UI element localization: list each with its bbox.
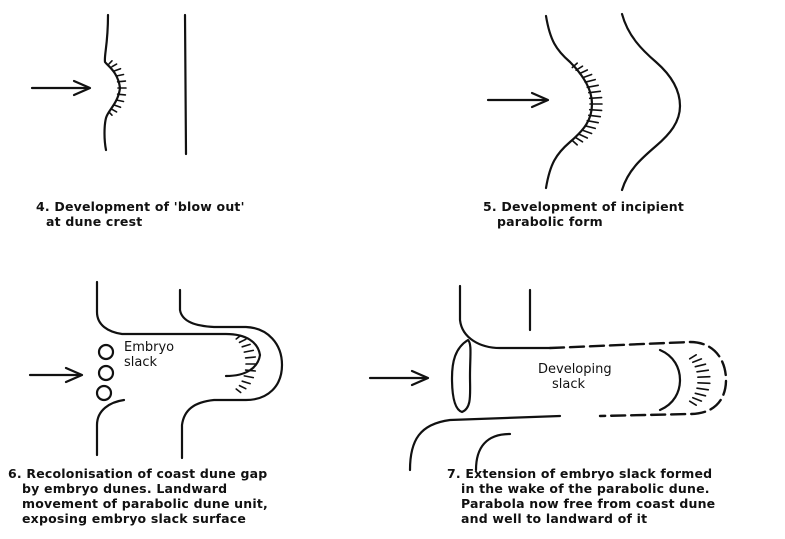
embryo-slack-label-line-2: slack xyxy=(124,355,174,370)
hatch-tick xyxy=(590,110,602,111)
caption-6-line-1: 6. Recolonisation of coast dune gap xyxy=(8,466,268,481)
hatch-tick xyxy=(242,381,250,383)
parabola-hatching-7 xyxy=(690,355,710,405)
hatch-tick xyxy=(246,370,256,371)
hatch-tick xyxy=(116,100,123,102)
rear-dune-line-4 xyxy=(185,15,186,154)
hatch-tick xyxy=(690,355,697,359)
coast-dune-upper-line-7 xyxy=(460,286,550,348)
hatch-tick xyxy=(118,94,126,95)
hatch-tick xyxy=(587,85,598,87)
developing-slack-label-line-1: Developing xyxy=(538,362,612,377)
hatch-tick xyxy=(115,69,121,71)
hatch-tick xyxy=(116,75,123,77)
rear-inner-line-7 xyxy=(476,434,510,470)
parabola-rear-line-5 xyxy=(622,14,680,190)
caption-4-line-1: 4. Development of 'blow out' xyxy=(36,199,245,214)
caption-7-line-3: Parabola now free from coast dune xyxy=(447,496,715,511)
hatch-tick xyxy=(697,370,708,372)
hatch-tick xyxy=(693,359,702,362)
hatch-tick xyxy=(587,121,598,123)
hatch-tick xyxy=(690,401,697,405)
panel-4-drawing xyxy=(32,15,186,154)
hatch-tick xyxy=(112,109,117,112)
dune-lower-left-line-6 xyxy=(97,400,124,455)
embryo-dune-3 xyxy=(97,386,111,400)
hatch-tick xyxy=(112,64,117,67)
panel-6-drawing xyxy=(30,282,282,458)
hatch-tick xyxy=(576,138,582,142)
hatch-tick xyxy=(698,377,710,378)
hatch-tick xyxy=(246,357,256,358)
hatch-tick xyxy=(585,80,595,83)
relict-slack-7 xyxy=(452,340,471,412)
hatch-tick xyxy=(240,339,246,342)
caption-7-line-4: and well to landward of it xyxy=(447,511,715,526)
parabola-inner-line-7 xyxy=(660,350,680,410)
hatch-tick xyxy=(115,105,121,107)
hatch-tick xyxy=(242,344,250,346)
caption-7-line-1: 7. Extension of embryo slack formed xyxy=(447,466,715,481)
embryo-slack-label: Embryo slack xyxy=(124,340,174,370)
developing-slack-label-line-2: slack xyxy=(538,377,612,392)
panel-5-drawing xyxy=(488,14,680,190)
embryo-slack-label-line-1: Embryo xyxy=(124,340,174,355)
hatch-tick xyxy=(583,130,592,133)
hatch-tick xyxy=(695,364,705,367)
parabola-hatching-6 xyxy=(236,336,256,393)
caption-panel-6: 6. Recolonisation of coast dune gap by e… xyxy=(8,466,268,526)
caption-panel-4: 4. Development of 'blow out' at dune cre… xyxy=(36,199,245,229)
caption-6-line-3: movement of parabolic dune unit, xyxy=(8,496,268,511)
caption-7-line-2: in the wake of the parabolic dune. xyxy=(447,481,715,496)
hatch-tick xyxy=(585,126,595,129)
embryo-dune-2 xyxy=(99,366,113,380)
caption-panel-7: 7. Extension of embryo slack formed in t… xyxy=(447,466,715,526)
caption-5-line-1: 5. Development of incipient xyxy=(483,199,684,214)
embryo-dune-1 xyxy=(99,345,113,359)
hatch-tick xyxy=(693,398,702,401)
hatch-tick xyxy=(572,141,577,145)
hatch-tick xyxy=(590,98,602,99)
parabola-front-line-5 xyxy=(546,16,592,188)
parabola-hatching-5 xyxy=(572,63,602,145)
hatch-tick xyxy=(244,376,253,378)
hatch-tick xyxy=(697,388,708,390)
hatch-tick xyxy=(583,75,592,78)
caption-6-line-2: by embryo dunes. Landward xyxy=(8,481,268,496)
caption-panel-5: 5. Development of incipient parabolic fo… xyxy=(483,199,684,229)
dune-upper-line-6 xyxy=(97,282,260,376)
hatch-tick xyxy=(244,350,253,352)
hatch-tick xyxy=(695,393,705,396)
hatch-tick xyxy=(109,112,112,115)
caption-4-line-2: at dune crest xyxy=(36,214,245,229)
hatch-tick xyxy=(580,70,588,74)
caption-5-line-2: parabolic form xyxy=(483,214,684,229)
hatch-tick xyxy=(118,81,126,82)
hatch-tick xyxy=(240,386,246,389)
hatch-tick xyxy=(698,383,710,384)
hatch-tick xyxy=(236,389,241,393)
parabola-outline-6 xyxy=(180,290,282,458)
developing-slack-label: Developing slack xyxy=(538,362,612,392)
caption-6-line-4: exposing embryo slack surface xyxy=(8,511,268,526)
hatch-tick xyxy=(109,61,112,64)
hatch-tick xyxy=(580,134,588,138)
